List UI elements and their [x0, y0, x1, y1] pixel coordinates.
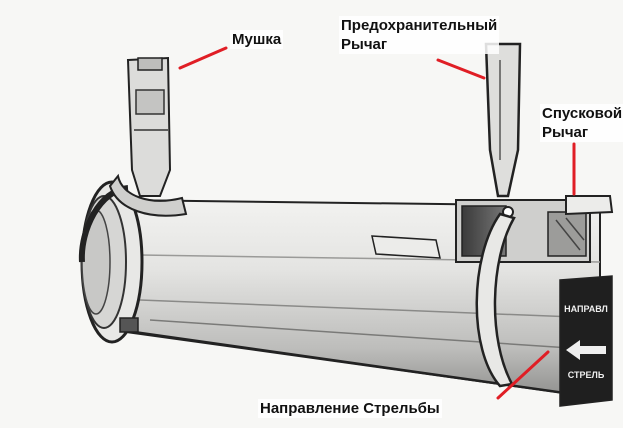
label-trigger-lever: Спусковой Рычаг	[540, 104, 623, 142]
tube-top-tab	[372, 236, 440, 258]
label-firing-direction: Направление Стрельбы	[258, 399, 442, 418]
label-safety-line1: Предохранительный	[341, 16, 497, 35]
safety-lever	[486, 44, 520, 217]
label-sight: Мушка	[230, 30, 283, 49]
marking-text-bottom: СТРЕЛЬ	[568, 370, 605, 380]
marking-text-top: НАПРАВЛ	[564, 304, 608, 314]
label-trigger-line1: Спусковой	[542, 104, 622, 123]
direction-marking: НАПРАВЛ СТРЕЛЬ	[560, 276, 612, 406]
leader-line-sight	[180, 48, 226, 68]
front-sight	[110, 58, 186, 216]
label-trigger-line2: Рычаг	[542, 123, 622, 142]
label-safety-line2: Рычаг	[341, 35, 497, 54]
leader-line-safety	[438, 60, 484, 78]
trigger-lever	[566, 196, 612, 214]
label-safety-lever: Предохранительный Рычаг	[339, 16, 499, 54]
